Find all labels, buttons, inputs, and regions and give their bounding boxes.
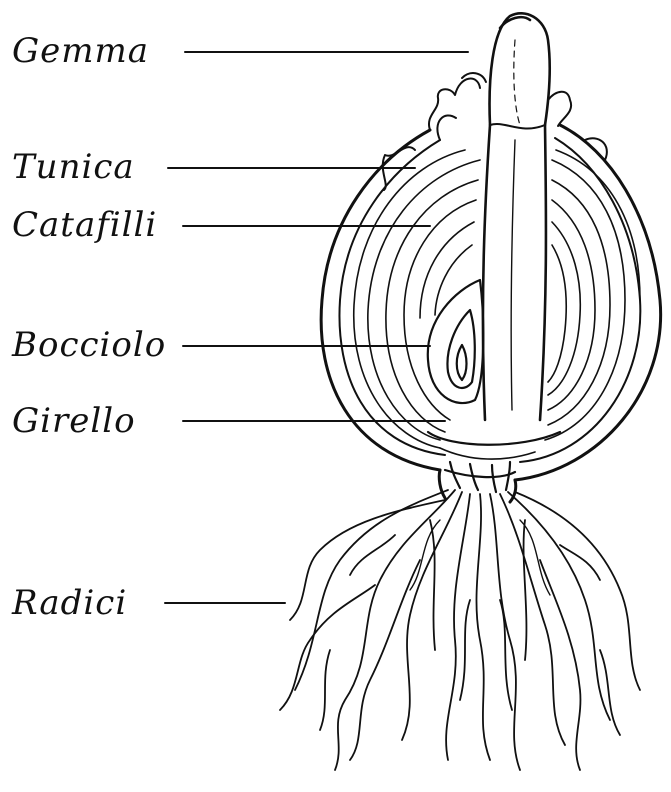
central-shoot	[483, 13, 550, 420]
flower-bud	[428, 280, 483, 403]
roots	[280, 490, 640, 770]
label-tunica: Tunica	[12, 150, 135, 184]
scale-leaves-right	[545, 150, 640, 440]
label-bocciolo: Bocciolo	[12, 328, 166, 362]
label-catafilli: Catafilli	[12, 208, 157, 242]
label-girello: Girello	[12, 404, 136, 438]
label-radici: Radici	[12, 586, 127, 620]
label-gemma: Gemma	[12, 34, 149, 68]
basal-plate	[428, 432, 560, 492]
